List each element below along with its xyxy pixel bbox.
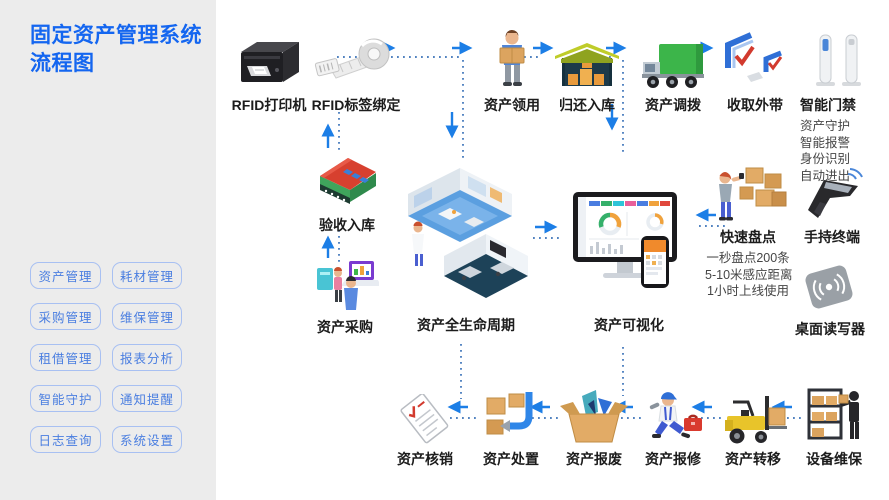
node-label: 资产领用 [484, 97, 540, 113]
repairman-icon [649, 392, 702, 439]
isometric-office-icon [408, 168, 528, 298]
node-label: 设备维保 [806, 451, 862, 467]
sidebar-button-grid: 资产管理 耗材管理 采购管理 维保管理 租借管理 报表分析 智能守护 通知提醒 … [30, 262, 182, 453]
node-repair: 资产报修 [638, 388, 708, 469]
sidebar-item-notifications[interactable]: 通知提醒 [112, 385, 182, 412]
sidebar-item-logs[interactable]: 日志查询 [30, 426, 101, 453]
feature-line: 5-10米感应距离 [705, 267, 793, 282]
person-carrying-box-icon [499, 29, 525, 86]
gate-check-icon [725, 32, 783, 82]
smart-gate-features: 资产守护 智能报警 身份识别 自动进出 [800, 118, 872, 184]
node-label: RFID打印机 [231, 97, 307, 113]
node-label: 桌面读写器 [795, 321, 865, 337]
page-title-line2: 流程图 [30, 52, 95, 75]
node-lifecycle: 资产全生命周期 [402, 164, 530, 335]
feature-line: 智能报警 [800, 135, 851, 150]
stocktaking-icon [719, 167, 787, 221]
feature-line: 身份识别 [800, 152, 851, 166]
node-label: 手持终端 [804, 229, 860, 245]
sidebar-item-smart-guard[interactable]: 智能守护 [30, 385, 101, 412]
sidebar-item-settings[interactable]: 系统设置 [112, 426, 182, 453]
node-label: 资产报修 [645, 451, 701, 467]
factory-building-icon [320, 158, 376, 204]
node-asset-receive: 资产领用 [477, 28, 547, 115]
node-label: 资产报废 [566, 451, 622, 467]
sidebar-item-asset-mgmt[interactable]: 资产管理 [30, 262, 101, 289]
forklift-icon [725, 396, 787, 444]
node-disposal: 资产处置 [476, 390, 546, 469]
rfid-label-roll-icon [314, 38, 390, 79]
node-writeoff: 资产核销 [390, 394, 460, 469]
feature-line: 自动进出 [800, 168, 851, 183]
node-visualization: 资产可视化 [565, 192, 693, 335]
node-label: 快速盘点 [720, 229, 776, 245]
quick-inventory-features: 一秒盘点200条 5-10米感应距离 1小时上线使用 [705, 250, 793, 300]
node-rfid-binding: RFID标签绑定 [310, 34, 402, 115]
truck-icon [642, 44, 704, 88]
node-label: RFID标签绑定 [311, 97, 401, 113]
node-desktop-reader: 桌面读写器 [795, 260, 865, 339]
dashboard-monitor-icon [573, 192, 677, 288]
feature-line: 1小时上线使用 [707, 284, 789, 298]
node-asset-dispatch: 资产调拨 [638, 36, 708, 115]
node-label: 资产转移 [725, 451, 781, 467]
node-smart-gate: 智能门禁 资产守护 智能报警 身份识别 自动进出 [800, 32, 872, 184]
node-label: 资产采购 [317, 319, 373, 335]
sidebar-item-reports[interactable]: 报表分析 [112, 344, 182, 371]
scrap-box-icon [560, 390, 628, 443]
sidebar-item-consumables[interactable]: 耗材管理 [112, 262, 182, 289]
node-label: 验收入库 [319, 217, 375, 233]
node-label: 资产全生命周期 [417, 317, 515, 333]
node-asset-purchase: 资产采购 [310, 256, 380, 337]
feature-line: 资产守护 [800, 119, 851, 133]
sidebar: 固定资产管理系统 流程图 资产管理 耗材管理 采购管理 维保管理 租借管理 报表… [0, 0, 216, 500]
node-label: 收取外带 [727, 97, 783, 113]
warehouse-icon [555, 43, 619, 86]
node-handheld: 手持终端 [798, 166, 866, 247]
page-title-line1: 固定资产管理系统 [30, 24, 202, 47]
node-acceptance-storage: 验收入库 [312, 150, 382, 235]
boxes-arrow-icon [486, 392, 533, 435]
feature-line: 一秒盘点200条 [706, 251, 790, 265]
access-gate-icon [816, 34, 861, 86]
desktop-reader-icon [805, 265, 853, 309]
node-label: 资产调拨 [645, 97, 701, 113]
node-label: 智能门禁 [800, 97, 856, 113]
node-quick-inventory: 快速盘点 一秒盘点200条 5-10米感应距离 1小时上线使用 [705, 162, 793, 300]
sidebar-item-lease[interactable]: 租借管理 [30, 344, 101, 371]
node-maintenance: 设备维保 [799, 386, 869, 469]
node-move: 资产转移 [718, 394, 788, 469]
rack-service-icon [807, 388, 859, 440]
node-label: 资产核销 [397, 451, 453, 467]
sidebar-item-maintenance[interactable]: 维保管理 [112, 303, 182, 330]
node-rfid-printer: RFID打印机 [230, 36, 308, 115]
page-title: 固定资产管理系统 流程图 [30, 22, 210, 78]
rfid-printer-icon [241, 42, 299, 82]
sidebar-item-purchase[interactable]: 采购管理 [30, 303, 101, 330]
node-label: 归还入库 [559, 97, 615, 113]
node-label: 资产可视化 [594, 317, 664, 333]
node-label: 资产处置 [483, 451, 539, 467]
node-collect-takeout: 收取外带 [720, 32, 790, 115]
node-scrap: 资产报废 [558, 390, 630, 469]
handheld-terminal-icon [808, 168, 863, 218]
purchase-meeting-icon [317, 261, 379, 310]
node-return-storage: 归还入库 [552, 38, 622, 115]
document-check-icon [400, 394, 449, 444]
